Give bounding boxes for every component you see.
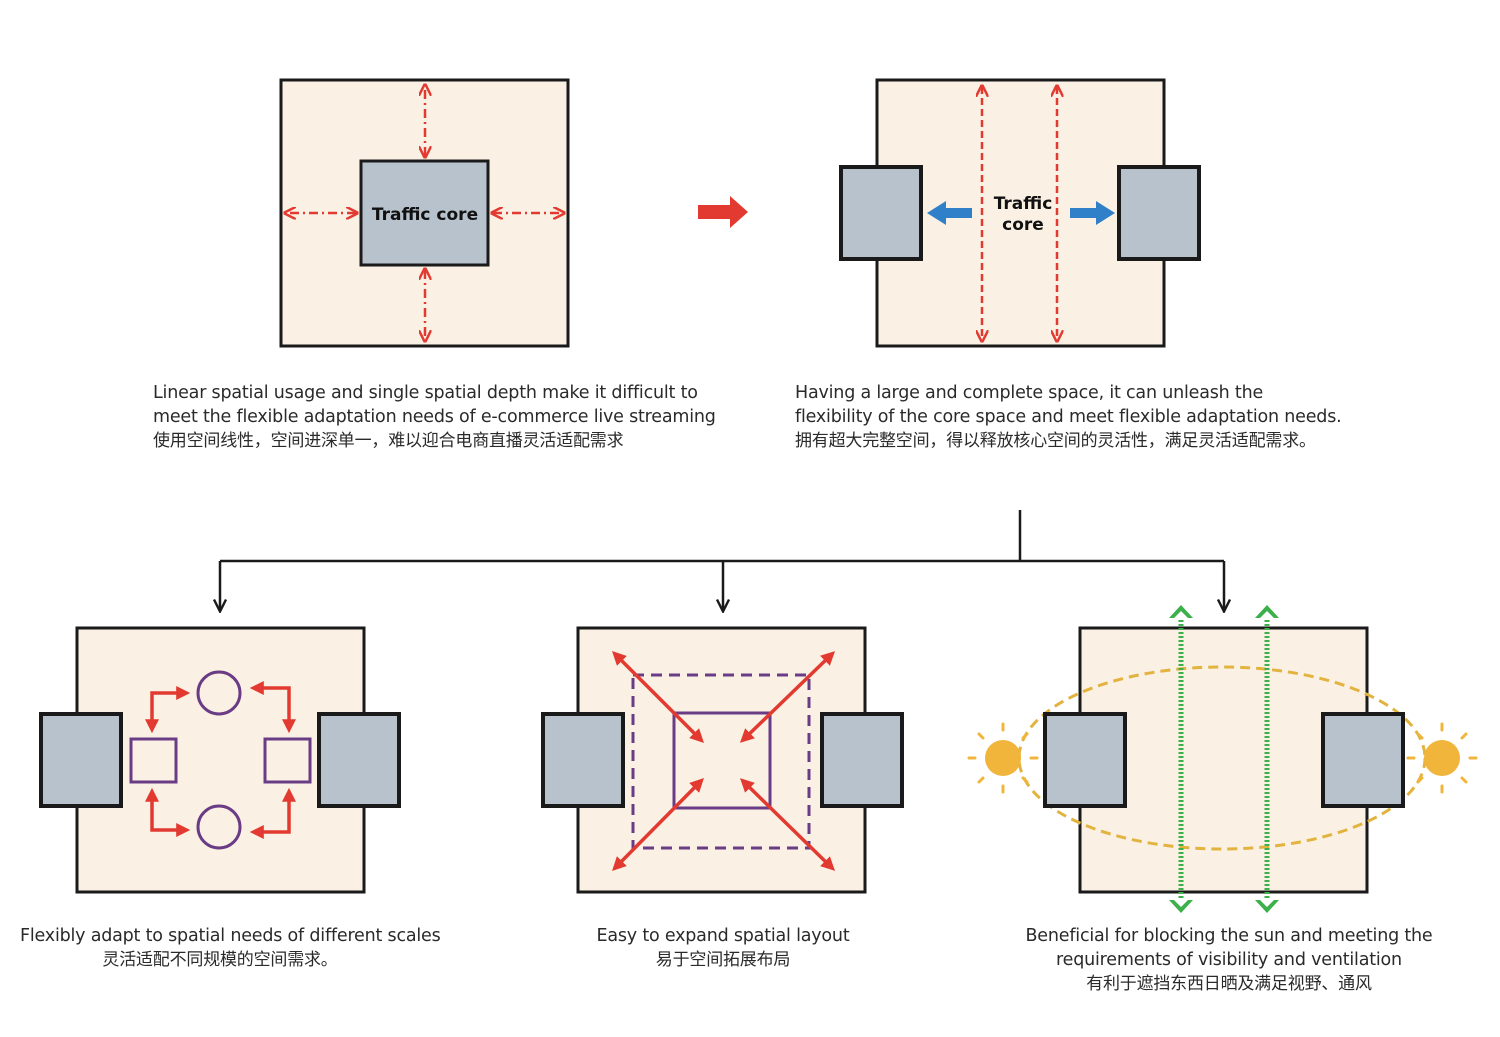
traffic-core-label: Traffic core (372, 205, 478, 225)
sun-east-icon (1406, 722, 1478, 794)
caption-line: Easy to expand spatial layout (596, 926, 850, 946)
traffic-core-right (317, 712, 401, 808)
sun-west-icon (967, 722, 1039, 794)
adapt-arrow-bottom-left (145, 787, 191, 837)
caption-line-zh: 拥有超大完整空间，得以释放核心空间的灵活性，满足灵活适配需求。 (795, 431, 1316, 451)
caption-top-right: Having a large and complete space, it ca… (795, 381, 1342, 453)
traffic-core-left (39, 712, 123, 808)
floor-plate (1078, 626, 1369, 894)
panel-top-left: Traffic core (279, 78, 570, 348)
panel-top-right: Traffic core (839, 78, 1201, 348)
expand-diag-arrow-tl (612, 651, 704, 743)
panel-bottom-mid (541, 626, 904, 894)
caption-line-zh: 有利于遮挡东西日晒及满足视野、通风 (1086, 974, 1372, 994)
traffic-core (359, 159, 490, 267)
caption-line: Beneficial for blocking the sun and meet… (1025, 926, 1433, 946)
traffic-core-left (1043, 712, 1127, 808)
adapt-arrow-top-right (249, 681, 296, 734)
traffic-core-right (1321, 712, 1405, 808)
adapt-arrow-bottom-right (249, 787, 296, 839)
panel-bottom-right (967, 605, 1478, 913)
traffic-core-left (541, 712, 625, 808)
expanded-boundary (631, 673, 811, 850)
space-square-right (263, 737, 312, 784)
space-circle-bottom (196, 804, 242, 850)
expand-diag-arrow-bl (612, 778, 704, 871)
ventilation-arrow-bottom-2-icon (1255, 900, 1279, 913)
transition-arrow-icon (698, 196, 748, 228)
expand-diag-arrow-tr (739, 651, 836, 743)
caption-line: requirements of visibility and ventilati… (1056, 950, 1402, 970)
ventilation-arrow-bottom-1-icon (1169, 900, 1193, 913)
caption-line: Flexibly adapt to spatial needs of diffe… (20, 926, 441, 946)
caption-line-zh: 灵活适配不同规模的空间需求。 (102, 950, 338, 970)
caption-line-zh: 使用空间线性，空间进深单一，难以迎合电商直播灵活适配需求 (153, 431, 624, 451)
caption-line: meet the flexible adaptation needs of e-… (153, 407, 716, 427)
caption-line: Linear spatial usage and single spatial … (153, 383, 698, 403)
traffic-core-right (820, 712, 904, 808)
traffic-core-label-2: core (1002, 215, 1044, 235)
caption-line: flexibility of the core space and meet f… (795, 407, 1342, 427)
caption-line: Having a large and complete space, it ca… (795, 383, 1264, 403)
blue-arrow-right-icon (1070, 201, 1115, 225)
ventilation-arrow-top-2-icon (1255, 605, 1279, 618)
caption-bottom-right: Beneficial for blocking the sun and meet… (1014, 924, 1444, 996)
caption-bottom-left: Flexibly adapt to spatial needs of diffe… (20, 924, 441, 972)
initial-space (672, 711, 772, 810)
caption-line-zh: 易于空间拓展布局 (655, 950, 791, 970)
blue-arrow-left-icon (927, 201, 972, 225)
traffic-core-left (839, 165, 923, 261)
traffic-core-right (1117, 165, 1201, 261)
caption-top-left: Linear spatial usage and single spatial … (153, 381, 716, 453)
ventilation-arrow-top-1-icon (1169, 605, 1193, 618)
space-square-left (129, 737, 178, 784)
expand-diag-arrow-br (739, 778, 836, 871)
space-circle-top (196, 670, 242, 716)
panel-bottom-left (39, 626, 401, 894)
caption-bottom-mid: Easy to expand spatial layout 易于空间拓展布局 (573, 924, 873, 972)
traffic-core-label-1: Traffic (994, 194, 1053, 214)
branch-connector (220, 510, 1224, 610)
adapt-arrow-top-left (145, 686, 191, 734)
